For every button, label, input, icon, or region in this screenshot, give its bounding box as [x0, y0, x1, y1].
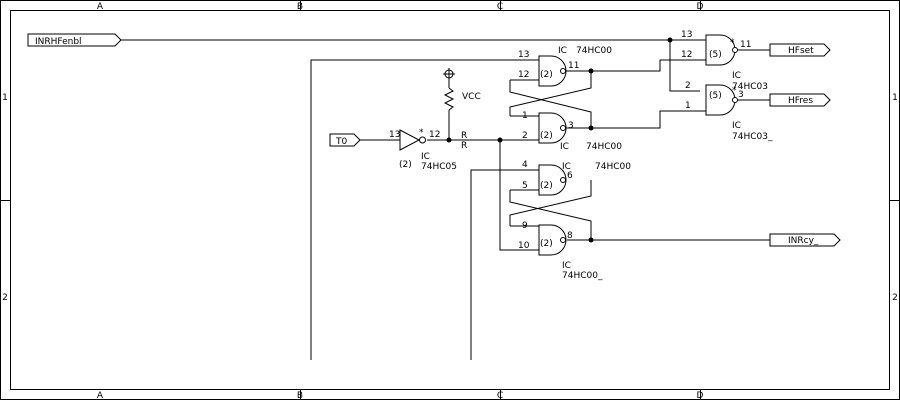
- port-t0[interactable]: T0: [329, 133, 361, 147]
- and-bot-star: *: [732, 86, 737, 96]
- nand-bot2-unit: (2): [540, 239, 553, 249]
- inverter-star: *: [419, 128, 424, 138]
- nand-bot1-pin-out: 6: [567, 171, 573, 181]
- zone-row-1-right: 1: [892, 93, 898, 103]
- vcc-symbol: VCC: [443, 68, 481, 102]
- port-t0-label: T0: [335, 137, 347, 147]
- port-inrhfenbl-label: INRHFenbl: [35, 37, 82, 47]
- nand-top2-pin-a: 1: [522, 111, 528, 121]
- nand-bot2-pin-out: 8: [567, 231, 573, 241]
- zone-col-d-bottom: D: [697, 391, 704, 400]
- inverter-unit: (2): [399, 160, 412, 170]
- zone-col-d-top: D: [697, 2, 704, 12]
- inverter-part: 74HC05: [421, 162, 457, 172]
- inverter-pin-in: 13: [389, 130, 400, 140]
- and-bot-pin-out: 3: [738, 90, 744, 100]
- nand-bot1-part: 74HC00: [595, 162, 631, 172]
- nand-top1-pin-b: 12: [518, 70, 529, 80]
- nand-gate-top1: 13 12 11 (2) IC 74HC00: [518, 46, 612, 87]
- resistor-ref-2: R: [461, 141, 467, 151]
- nand-bot1-ref: IC: [562, 162, 571, 172]
- and-top-ref: IC: [732, 71, 741, 81]
- nand-top1-ref: IC: [558, 46, 567, 56]
- nand-bot2-ref: IC: [562, 261, 571, 271]
- port-hfres[interactable]: HFres: [769, 93, 831, 107]
- port-inrhfenbl[interactable]: INRHFenbl: [27, 33, 122, 47]
- nand-bot2-pin-b: 10: [518, 241, 530, 251]
- nand-top2-pin-out: 3: [568, 121, 574, 131]
- nand-top1-pin-a: 13: [518, 50, 529, 60]
- nand-gate-top2: 1 2 3 (2) IC 74HC00: [522, 111, 622, 152]
- port-inrcy[interactable]: INRcy_: [769, 233, 841, 247]
- resistor-ref-1: R: [461, 131, 467, 141]
- vcc-label: VCC: [462, 92, 481, 102]
- nand-gate-bot2: 9 10 8 (2) IC 74HC00_: [518, 221, 603, 281]
- zone-col-c-top: C: [497, 2, 503, 12]
- port-hfres-label: HFres: [788, 96, 813, 106]
- and-bot-pin-a: 2: [685, 81, 691, 91]
- nand-top2-part: 74HC00: [586, 142, 622, 152]
- nand-bot1-pin-b: 5: [522, 181, 528, 191]
- inverter-ref: IC: [421, 152, 430, 162]
- zone-col-a-bottom: A: [97, 391, 104, 400]
- and-top-star: *: [730, 38, 735, 48]
- nand-gate-hfset: 13 12 11 * (5) IC 74HC03: [681, 30, 768, 92]
- nand-bot2-part: 74HC00_: [562, 271, 603, 281]
- nand-top2-ref: IC: [560, 142, 569, 152]
- and-top-pin-b: 12: [681, 50, 692, 60]
- and-bot-ref: IC: [732, 121, 741, 131]
- wires: [120, 39, 770, 360]
- nand-top1-pin-out: 11: [568, 61, 579, 71]
- and-bot-part: 74HC03_: [732, 132, 773, 142]
- port-hfset-label: HFset: [788, 46, 814, 56]
- zone-row-2-left: 2: [2, 293, 8, 303]
- nand-top2-pin-b: 2: [522, 131, 528, 141]
- zone-col-c-bottom: C: [497, 391, 503, 400]
- and-top-pin-a: 13: [681, 30, 692, 40]
- nand-top1-unit: (2): [540, 70, 553, 80]
- zone-row-1-left: 1: [2, 93, 8, 103]
- and-top-pin-out: 11: [740, 40, 751, 50]
- nand-bot1-unit: (2): [540, 181, 553, 191]
- nand-top2-unit: (2): [540, 131, 553, 141]
- and-bot-pin-b: 1: [685, 101, 691, 111]
- nand-gate-hfres: 2 1 3 * (5) IC 74HC03_: [685, 81, 773, 142]
- port-hfset[interactable]: HFset: [769, 43, 831, 57]
- and-bot-unit: (5): [709, 91, 722, 101]
- zone-col-b-top: B: [297, 2, 303, 12]
- zone-col-b-bottom: B: [297, 391, 303, 400]
- inverter-gate: 13 12 * (2) IC 74HC05: [389, 128, 457, 172]
- nand-top1-part: 74HC00: [576, 46, 612, 56]
- nand-bot2-pin-a: 9: [522, 221, 528, 231]
- zone-row-2-right: 2: [892, 293, 898, 303]
- nand-bot1-pin-a: 4: [522, 160, 528, 170]
- inverter-pin-out: 12: [429, 130, 440, 140]
- port-inrcy-label: INRcy_: [788, 236, 819, 246]
- zone-col-a-top: A: [97, 2, 104, 12]
- and-top-unit: (5): [709, 50, 722, 60]
- nand-gate-bot1: 4 5 6 (2) IC 74HC00: [522, 160, 631, 196]
- pull-up-resistor: R R: [443, 87, 467, 151]
- junctions: [446, 37, 673, 243]
- and-top-part: 74HC03: [732, 82, 768, 92]
